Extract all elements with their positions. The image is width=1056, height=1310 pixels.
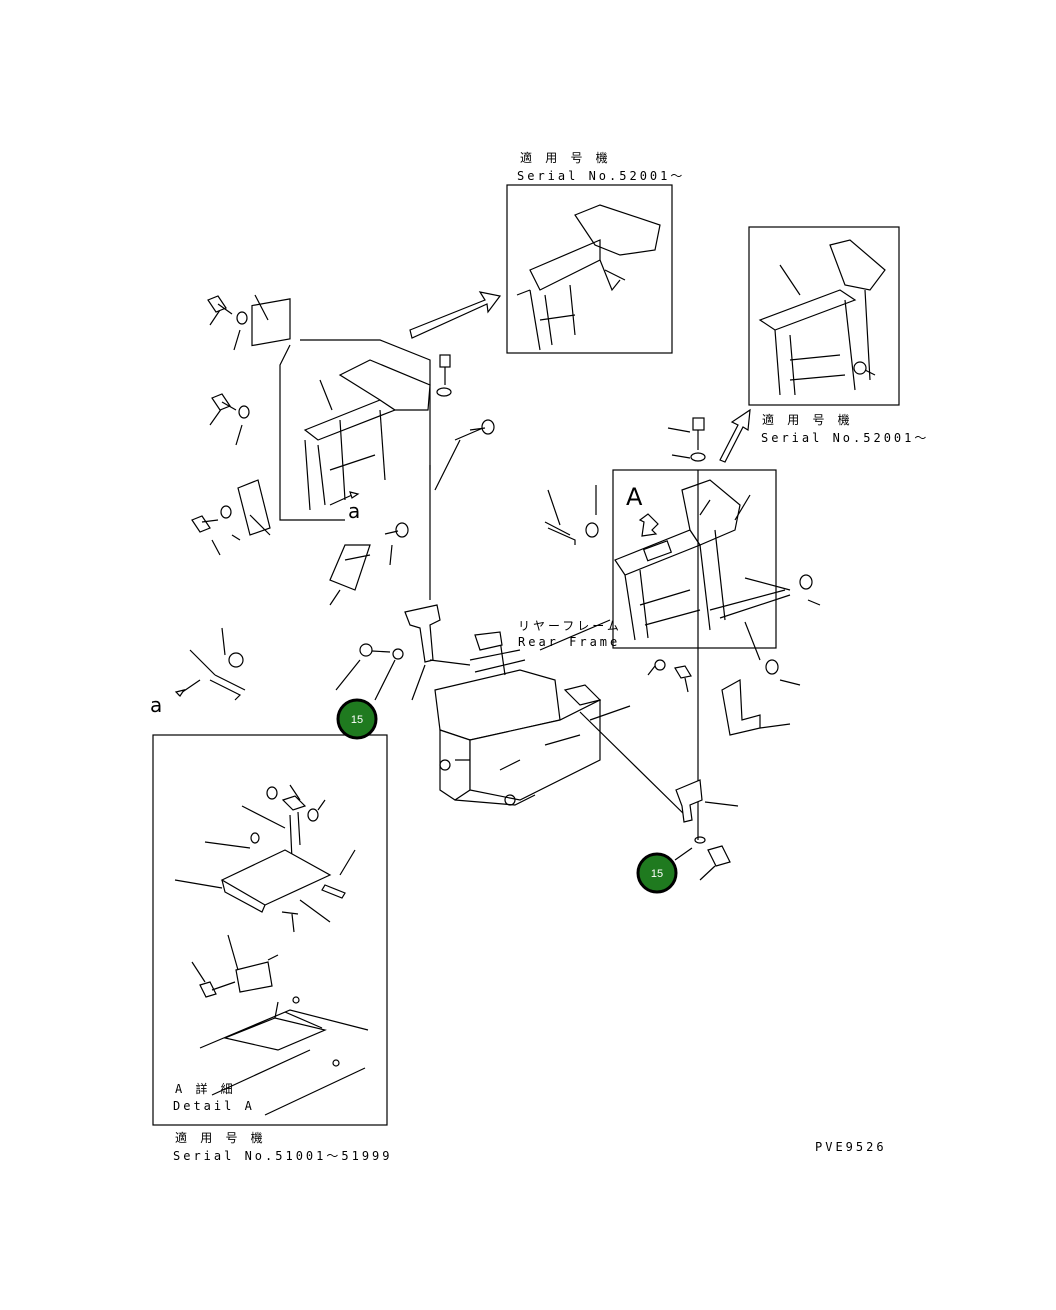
- detail-a-jp: A 詳 細: [175, 1081, 236, 1096]
- inset-top: [506, 184, 673, 354]
- bottom-serial: Serial No.51001～51999: [173, 1149, 393, 1163]
- view-a-label: A: [626, 483, 643, 511]
- callout-label[interactable]: 15: [651, 868, 663, 880]
- upper-left-assembly: [209, 294, 491, 606]
- rear-frame: [429, 619, 611, 806]
- detail-a-en: Detail A: [173, 1099, 255, 1113]
- drawing-code: PVE9526: [815, 1140, 887, 1154]
- detail-a-box: [152, 734, 388, 1126]
- inset-right: [748, 226, 900, 406]
- arrow-to-right-inset: [719, 408, 751, 463]
- right-serial: Serial No.52001～: [761, 431, 929, 445]
- ref-a-upper: a: [348, 499, 360, 523]
- callout-badge-15[interactable]: 15: [336, 698, 378, 740]
- lower-left-items: [174, 465, 441, 701]
- right-applicable-jp: 適 用 号 機: [762, 412, 853, 427]
- callout-circle[interactable]: [336, 698, 378, 740]
- ref-a-lower: a: [150, 693, 162, 717]
- rear-frame-en: Rear Frame: [518, 635, 620, 649]
- top-serial: Serial No.52001～: [517, 169, 685, 183]
- callout-label[interactable]: 15: [351, 714, 363, 726]
- callout-circle[interactable]: [636, 852, 678, 894]
- top-applicable-jp: 適 用 号 機: [520, 150, 611, 165]
- bottom-applicable-jp: 適 用 号 機: [175, 1130, 266, 1145]
- right-assembly: [544, 417, 821, 881]
- arrow-to-top-inset: [409, 291, 502, 339]
- bolt-group-upper-left: [191, 295, 495, 538]
- rear-frame-jp: リヤーフレーム: [518, 619, 622, 633]
- callout-badge-15[interactable]: 15: [636, 852, 678, 894]
